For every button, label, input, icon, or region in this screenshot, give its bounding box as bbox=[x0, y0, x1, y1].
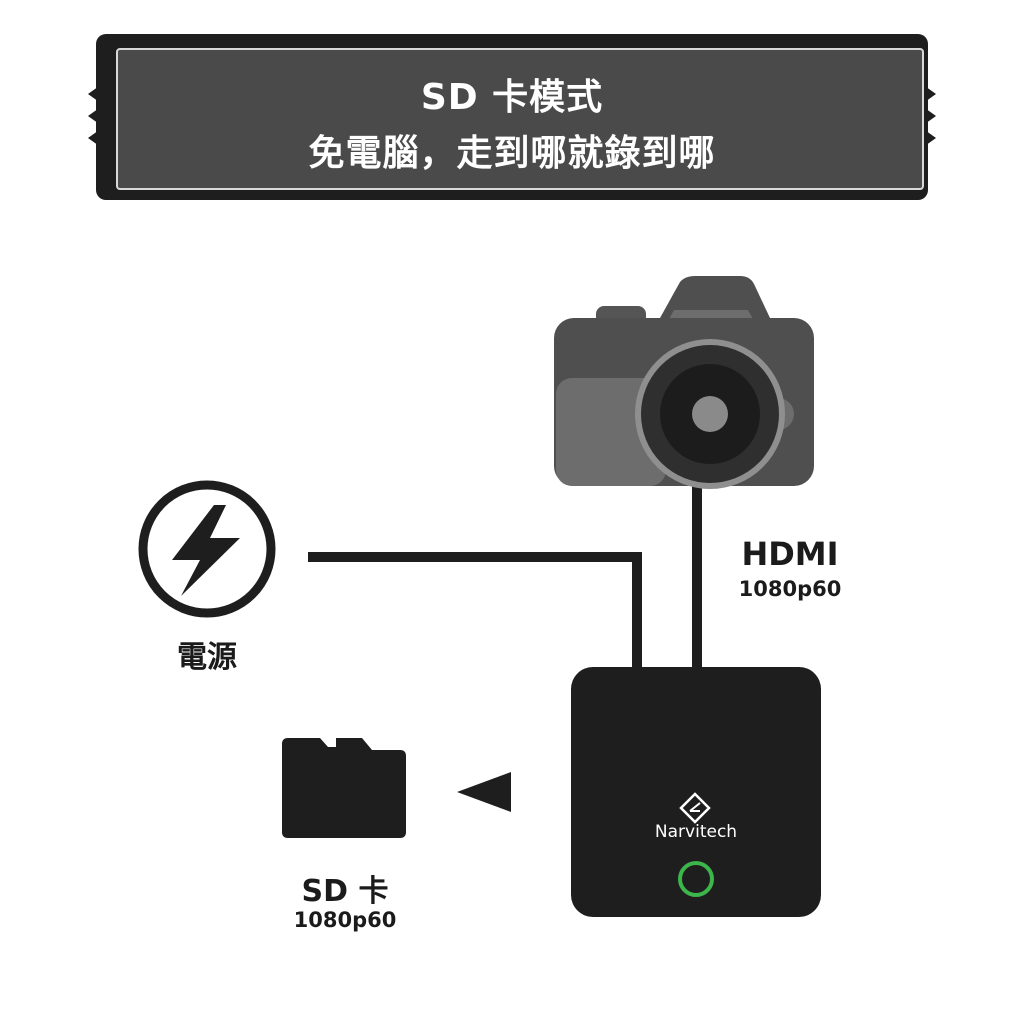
narvitech-logo-icon bbox=[679, 792, 711, 824]
title-banner bbox=[88, 32, 936, 202]
hdmi-label: HDMI bbox=[741, 535, 839, 573]
camera-icon bbox=[554, 276, 814, 489]
status-led-icon bbox=[678, 861, 714, 897]
hdmi-spec: 1080p60 bbox=[738, 577, 842, 601]
banner-subtitle: 免電腦，走到哪就錄到哪 bbox=[308, 133, 716, 174]
capture-device bbox=[571, 667, 821, 917]
banner-frame bbox=[96, 34, 928, 200]
power-icon bbox=[138, 480, 276, 618]
banner-title: SD 卡模式 bbox=[420, 77, 604, 118]
power-label: 電源 bbox=[177, 640, 237, 675]
arrow-left-icon bbox=[457, 772, 511, 812]
sd-card-icon bbox=[282, 738, 406, 838]
banner-panel bbox=[116, 48, 924, 190]
lightning-icon bbox=[172, 505, 240, 596]
power-cable bbox=[308, 552, 642, 670]
sdcard-spec: 1080p60 bbox=[293, 908, 397, 932]
device-brand: Narvitech bbox=[654, 822, 738, 842]
sdcard-label: SD 卡 bbox=[301, 874, 389, 909]
